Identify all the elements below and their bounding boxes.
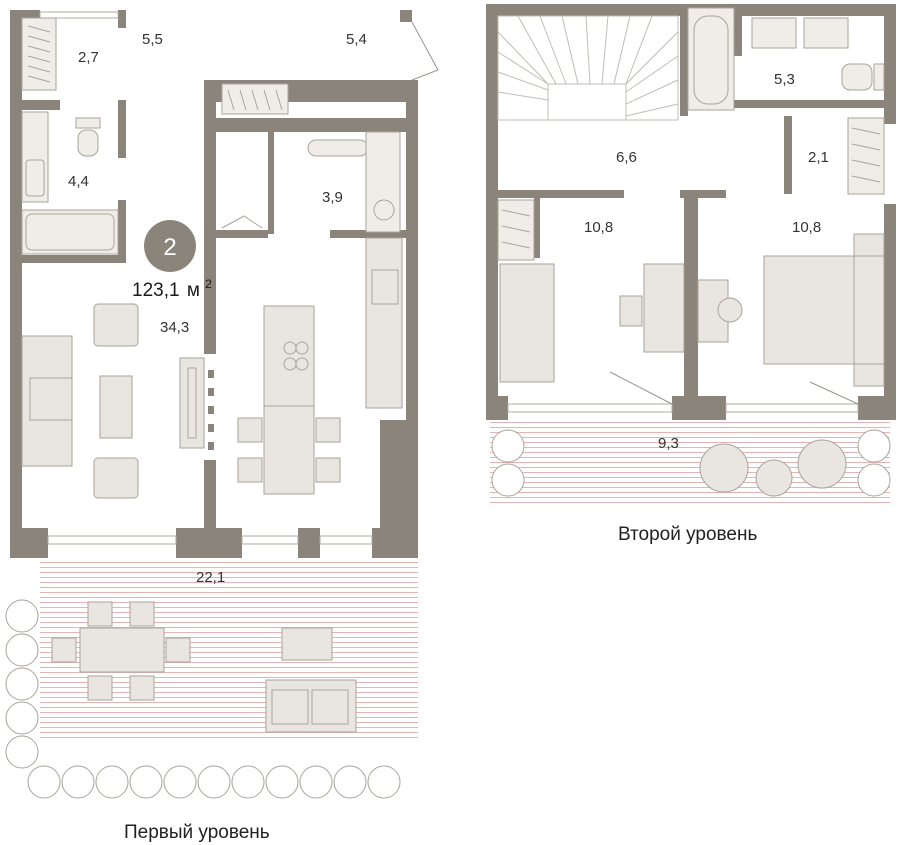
area-hall: 5,5 xyxy=(142,31,163,48)
upper-area-wardrobe: 2,1 xyxy=(808,149,829,166)
bedroom-right-furniture xyxy=(763,233,885,387)
bedroom-left-furniture xyxy=(499,263,743,383)
terrace-furniture xyxy=(51,601,357,733)
balcony-furniture xyxy=(699,439,847,497)
dining-set xyxy=(237,405,341,495)
terrace-shrubs xyxy=(5,599,401,799)
wardrobe-racks xyxy=(21,17,289,115)
total-area-value: 123,1 xyxy=(132,280,180,301)
kitchen-counter xyxy=(263,237,403,409)
total-area: 123,1 м 2 xyxy=(132,277,212,301)
first-level-caption: Первый уровень xyxy=(124,822,270,843)
apartment-number: 2 xyxy=(163,234,176,261)
entry-door xyxy=(411,21,439,81)
balcony-shrubs xyxy=(491,429,891,497)
living-furniture xyxy=(21,303,205,499)
area-living: 34,3 xyxy=(160,319,189,336)
first-level-walls xyxy=(10,10,418,558)
area-bathroom: 4,4 xyxy=(68,173,89,190)
staircase xyxy=(497,15,679,121)
upper-area-bedroom-right: 10,8 xyxy=(792,219,821,236)
bathroom-fixtures xyxy=(21,111,119,255)
second-level: 5,3 6,6 2,1 10,8 10,8 9,3 Второй уровень xyxy=(486,4,896,545)
divider-dots xyxy=(208,370,214,450)
area-corridor: 5,4 xyxy=(346,31,367,48)
total-area-sup: 2 xyxy=(205,277,212,291)
storage-fixtures xyxy=(221,131,401,233)
area-wardrobe: 2,7 xyxy=(78,49,99,66)
upper-wardrobes xyxy=(497,117,885,261)
second-level-windows xyxy=(507,403,859,413)
upper-bathroom-fixtures xyxy=(687,7,885,111)
upper-area-balcony: 9,3 xyxy=(658,435,679,452)
first-level-windows xyxy=(39,11,373,545)
apartment-badge xyxy=(144,220,196,272)
second-level-caption: Второй уровень xyxy=(618,524,757,545)
upper-area-bedroom-left: 10,8 xyxy=(584,219,613,236)
area-terrace: 22,1 xyxy=(196,569,225,586)
total-area-unit: м xyxy=(187,280,200,301)
upper-area-hall: 6,6 xyxy=(616,149,637,166)
first-level: 2 123,1 м 2 2,7 5,5 5,4 4,4 3,9 34,3 22,… xyxy=(5,10,439,843)
door-swings xyxy=(609,371,859,405)
upper-area-bathroom: 5,3 xyxy=(774,71,795,88)
area-storage: 3,9 xyxy=(322,189,343,206)
